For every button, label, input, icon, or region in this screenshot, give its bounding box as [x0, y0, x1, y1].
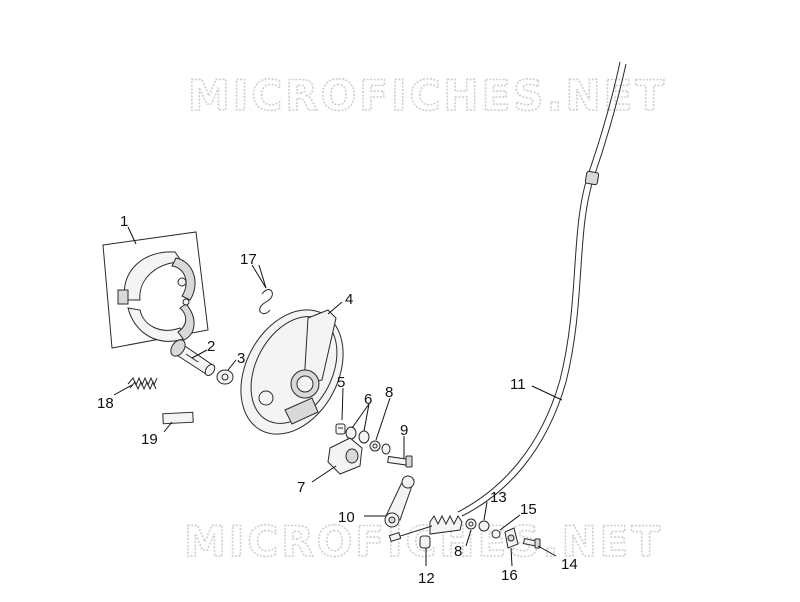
callout-16: 16 [501, 567, 518, 584]
callout-13: 13 [490, 489, 507, 506]
cam-shaft-part [170, 339, 216, 376]
small-bolt-part [335, 423, 346, 435]
callout-8-lower: 8 [454, 543, 462, 560]
callout-11: 11 [510, 376, 526, 393]
washer-8-lower-part [465, 518, 477, 530]
leader-lines [113, 226, 563, 567]
callout-3: 3 [237, 350, 245, 367]
callout-14: 14 [561, 556, 578, 573]
nut-part [381, 443, 391, 455]
callout-1: 1 [120, 213, 128, 230]
callout-9: 9 [400, 422, 408, 439]
lever-block-part [327, 437, 363, 475]
callout-labels: 1 2 3 4 5 6 7 8 8 9 10 11 12 13 14 15 16… [97, 213, 578, 587]
brake-cable-part [388, 61, 627, 543]
callout-10: 10 [338, 509, 355, 526]
clip-part [259, 289, 273, 315]
brake-shoes-part [102, 231, 209, 349]
callout-12: 12 [418, 570, 435, 587]
washer-8-upper-part [369, 440, 381, 452]
callout-6: 6 [364, 391, 372, 408]
watermark-top: MICROFICHES.NET [188, 71, 667, 120]
clamp-16-part [504, 527, 519, 549]
callout-18: 18 [97, 395, 114, 412]
callout-19: 19 [141, 431, 158, 448]
tag-part [162, 411, 194, 425]
callout-5: 5 [337, 374, 345, 391]
callout-17: 17 [240, 251, 257, 268]
spring-part [127, 376, 158, 391]
callout-4: 4 [345, 291, 353, 308]
callout-8-upper: 8 [385, 384, 393, 401]
bolt-9-part [387, 455, 413, 468]
sleeve-part [419, 535, 431, 549]
brake-plate-part [240, 309, 344, 435]
callout-7: 7 [297, 479, 305, 496]
bushing-pair-part [345, 426, 370, 444]
screw-14-part [522, 537, 541, 549]
washer-part [216, 369, 234, 385]
callout-15: 15 [520, 501, 537, 518]
brake-lever-part [384, 475, 415, 528]
callout-2: 2 [207, 338, 215, 355]
washer-13-part [478, 520, 490, 532]
washer-15-part [491, 529, 501, 539]
